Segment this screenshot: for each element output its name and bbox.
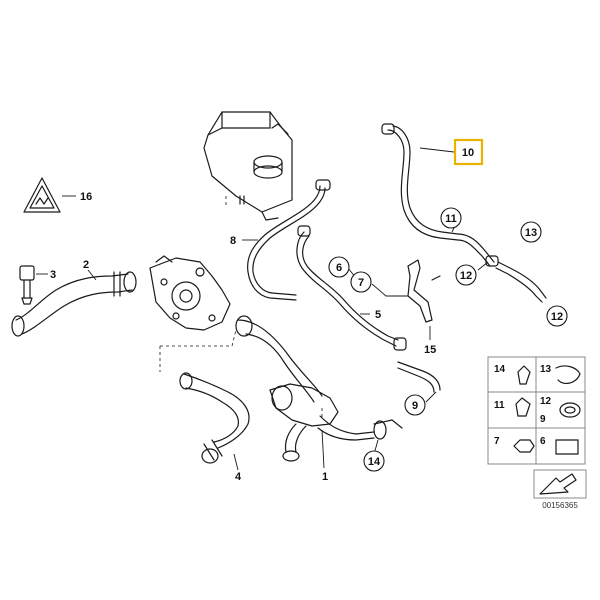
- clip-icon: [515, 397, 531, 417]
- callout-circle-13: [520, 221, 542, 243]
- leader-4: [233, 453, 239, 471]
- hose-5: [296, 225, 441, 393]
- callout-2: 2: [83, 259, 89, 271]
- callout-circle-14: [363, 450, 385, 472]
- leader-10: [419, 147, 455, 153]
- nut-icon: [513, 439, 535, 453]
- hose-11: [457, 233, 547, 303]
- callout-12b: 12: [551, 311, 563, 323]
- callout-circle-11: [440, 207, 462, 229]
- hose-4: [179, 372, 250, 464]
- callout-circle-12b: [546, 305, 568, 327]
- hose-clamp-icon: [555, 439, 579, 455]
- callout-8: 8: [230, 235, 236, 247]
- callout-7: 7: [358, 277, 364, 289]
- callout-circle-9: [404, 394, 426, 416]
- hose-2: [11, 271, 137, 337]
- leader-9: [425, 391, 437, 403]
- callout-circle-6: [328, 256, 350, 278]
- legend-label-7: 7: [494, 436, 500, 447]
- callout-15: 15: [424, 344, 436, 356]
- sensor-3: [19, 265, 35, 305]
- hose-1: [235, 315, 403, 462]
- hose-8: [247, 179, 331, 301]
- arrow-icon: [533, 469, 587, 499]
- dashed-guide: [160, 329, 237, 347]
- hose-10: [381, 123, 459, 241]
- diagram-code: 00156365: [542, 501, 578, 510]
- callout-6: 6: [336, 262, 342, 274]
- leader-1: [321, 429, 325, 469]
- small-parts-legend: 14 13 11 12 9 7 6: [487, 356, 586, 465]
- legend-label-12: 12: [540, 396, 552, 407]
- callout-5: 5: [375, 309, 381, 321]
- clip-icon: [517, 365, 531, 385]
- leader-2: [87, 269, 97, 281]
- legend-label-13: 13: [540, 364, 552, 375]
- callout-14: 14: [368, 456, 381, 468]
- callout-12a: 12: [460, 270, 472, 282]
- leader-12a: [477, 261, 489, 271]
- callout-1: 1: [322, 471, 328, 483]
- leader-7: [371, 283, 408, 297]
- hose-clamp-icon: [564, 406, 576, 414]
- callout-circle-12a: [455, 264, 477, 286]
- legend-label-9: 9: [540, 414, 546, 425]
- legend-label-6: 6: [540, 436, 546, 447]
- callout-circle-7: [350, 271, 372, 293]
- hose-clamp-icon: [555, 365, 581, 384]
- warning-triangle-icon: [23, 177, 61, 213]
- hose-clamp-icon: [559, 402, 581, 418]
- legend-label-14: 14: [494, 364, 506, 375]
- callout-11: 11: [445, 213, 457, 225]
- highlight-box-10: [453, 138, 484, 166]
- bracket-15: [407, 259, 441, 323]
- callout-4: 4: [235, 471, 242, 483]
- callout-9: 9: [412, 400, 418, 412]
- callout-13: 13: [525, 227, 537, 239]
- callout-10: 10: [462, 147, 474, 159]
- expansion-tank: [203, 111, 293, 221]
- water-pump: [149, 255, 231, 331]
- callout-16: 16: [80, 191, 92, 203]
- legend-label-11: 11: [494, 400, 505, 411]
- callout-3: 3: [50, 269, 56, 281]
